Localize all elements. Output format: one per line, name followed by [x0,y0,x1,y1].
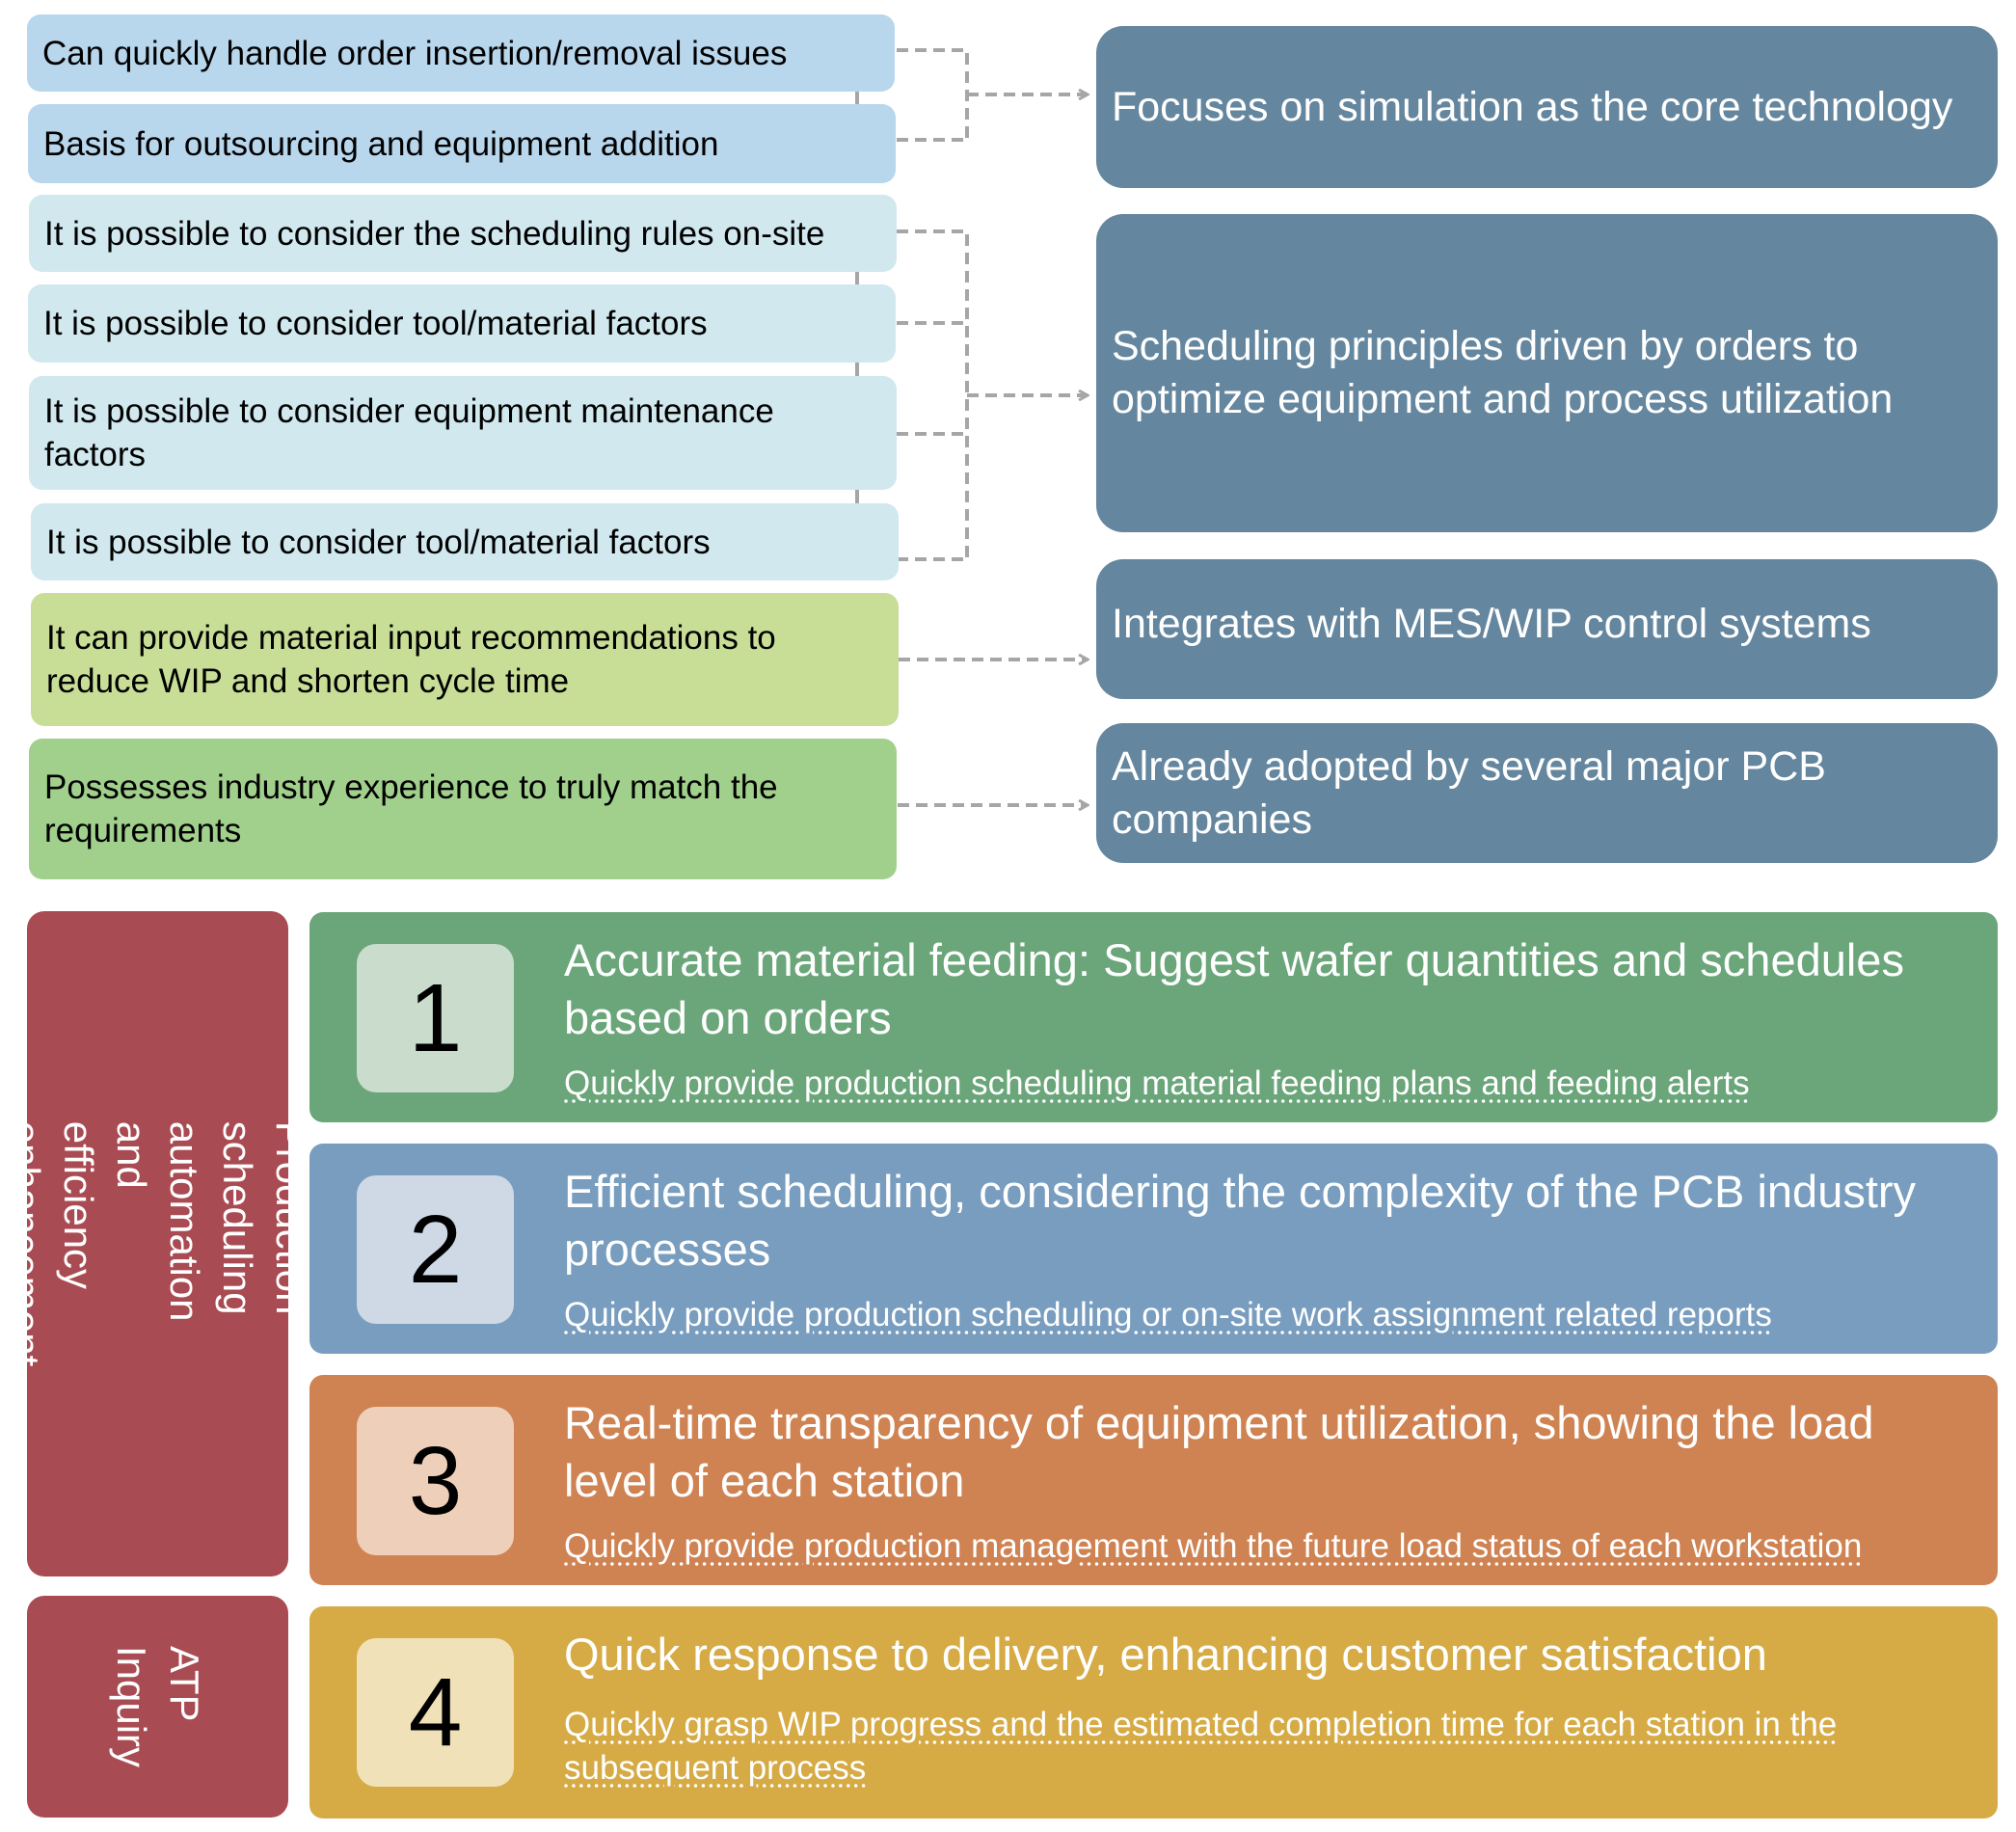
feature-text: It is possible to consider equipment mai… [44,392,774,473]
band-subtitle: Quickly provide production scheduling ma… [564,1064,1750,1102]
result-pcb-adoption: Already adopted by several major PCB com… [1096,723,1998,863]
side-label-atp-inquiry: ATP Inquiry [27,1596,288,1818]
feature-text: It is possible to consider the schedulin… [44,214,825,253]
feature-tool-material-2: It is possible to consider tool/material… [31,503,899,580]
feature-order-insertion: Can quickly handle order insertion/remov… [27,14,895,92]
feature-text: It is possible to consider tool/material… [43,305,708,342]
band-title: Real-time transparency of equipment util… [564,1397,1874,1506]
feature-tool-material: It is possible to consider tool/material… [28,284,896,363]
band-number: 1 [357,944,514,1092]
feature-text: It is possible to consider tool/material… [46,523,711,561]
band-title: Quick response to delivery, enhancing cu… [564,1629,1767,1680]
feature-text: It can provide material input recommenda… [46,619,776,700]
side-label-text: ATP Inquiry [108,1645,207,1768]
band-title: Efficient scheduling, considering the co… [564,1166,1917,1275]
result-mes-integration: Integrates with MES/WIP control systems [1096,559,1998,699]
result-text: Scheduling principles driven by orders t… [1112,323,1894,422]
result-text: Integrates with MES/WIP control systems [1112,601,1871,647]
band-number: 4 [357,1638,514,1787]
feature-industry-experience: Possesses industry experience to truly m… [29,739,897,879]
feature-text: Possesses industry experience to truly m… [44,768,778,849]
connector-f1 [897,48,969,140]
feature-text: Basis for outsourcing and equipment addi… [43,124,719,163]
band-quick-delivery: 4 Quick response to delivery, enhancing … [309,1606,1998,1819]
band-subtitle: Quickly provide production scheduling or… [564,1296,1772,1334]
result-text: Already adopted by several major PCB com… [1112,742,1826,843]
band-title: Accurate material feeding: Suggest wafer… [564,934,1904,1043]
band-material-feeding: 1 Accurate material feeding: Suggest waf… [309,912,1998,1122]
band-efficient-scheduling: 2 Efficient scheduling, considering the … [309,1144,1998,1354]
result-order-driven-scheduling: Scheduling principles driven by orders t… [1096,214,1998,532]
feature-material-input: It can provide material input recommenda… [31,593,899,726]
band-subtitle: Quickly grasp WIP progress and the estim… [564,1706,1838,1787]
feature-text: Can quickly handle order insertion/remov… [42,34,788,72]
band-number: 3 [357,1407,514,1555]
band-equipment-utilization: 3 Real-time transparency of equipment ut… [309,1375,1998,1585]
result-simulation-core: Focuses on simulation as the core techno… [1096,26,1998,188]
feature-scheduling-rules: It is possible to consider the schedulin… [29,195,897,272]
side-label-production-scheduling: Production scheduling automation and eff… [3,911,313,1576]
feature-equipment-maintenance: It is possible to consider equipment mai… [29,376,897,490]
band-number: 2 [357,1175,514,1324]
connector-f3 [897,229,969,559]
side-label-text: Production scheduling automation and eff… [2,1120,313,1367]
band-subtitle: Quickly provide production management wi… [564,1527,1863,1565]
feature-outsourcing: Basis for outsourcing and equipment addi… [28,104,896,183]
result-text: Focuses on simulation as the core techno… [1112,83,1953,130]
